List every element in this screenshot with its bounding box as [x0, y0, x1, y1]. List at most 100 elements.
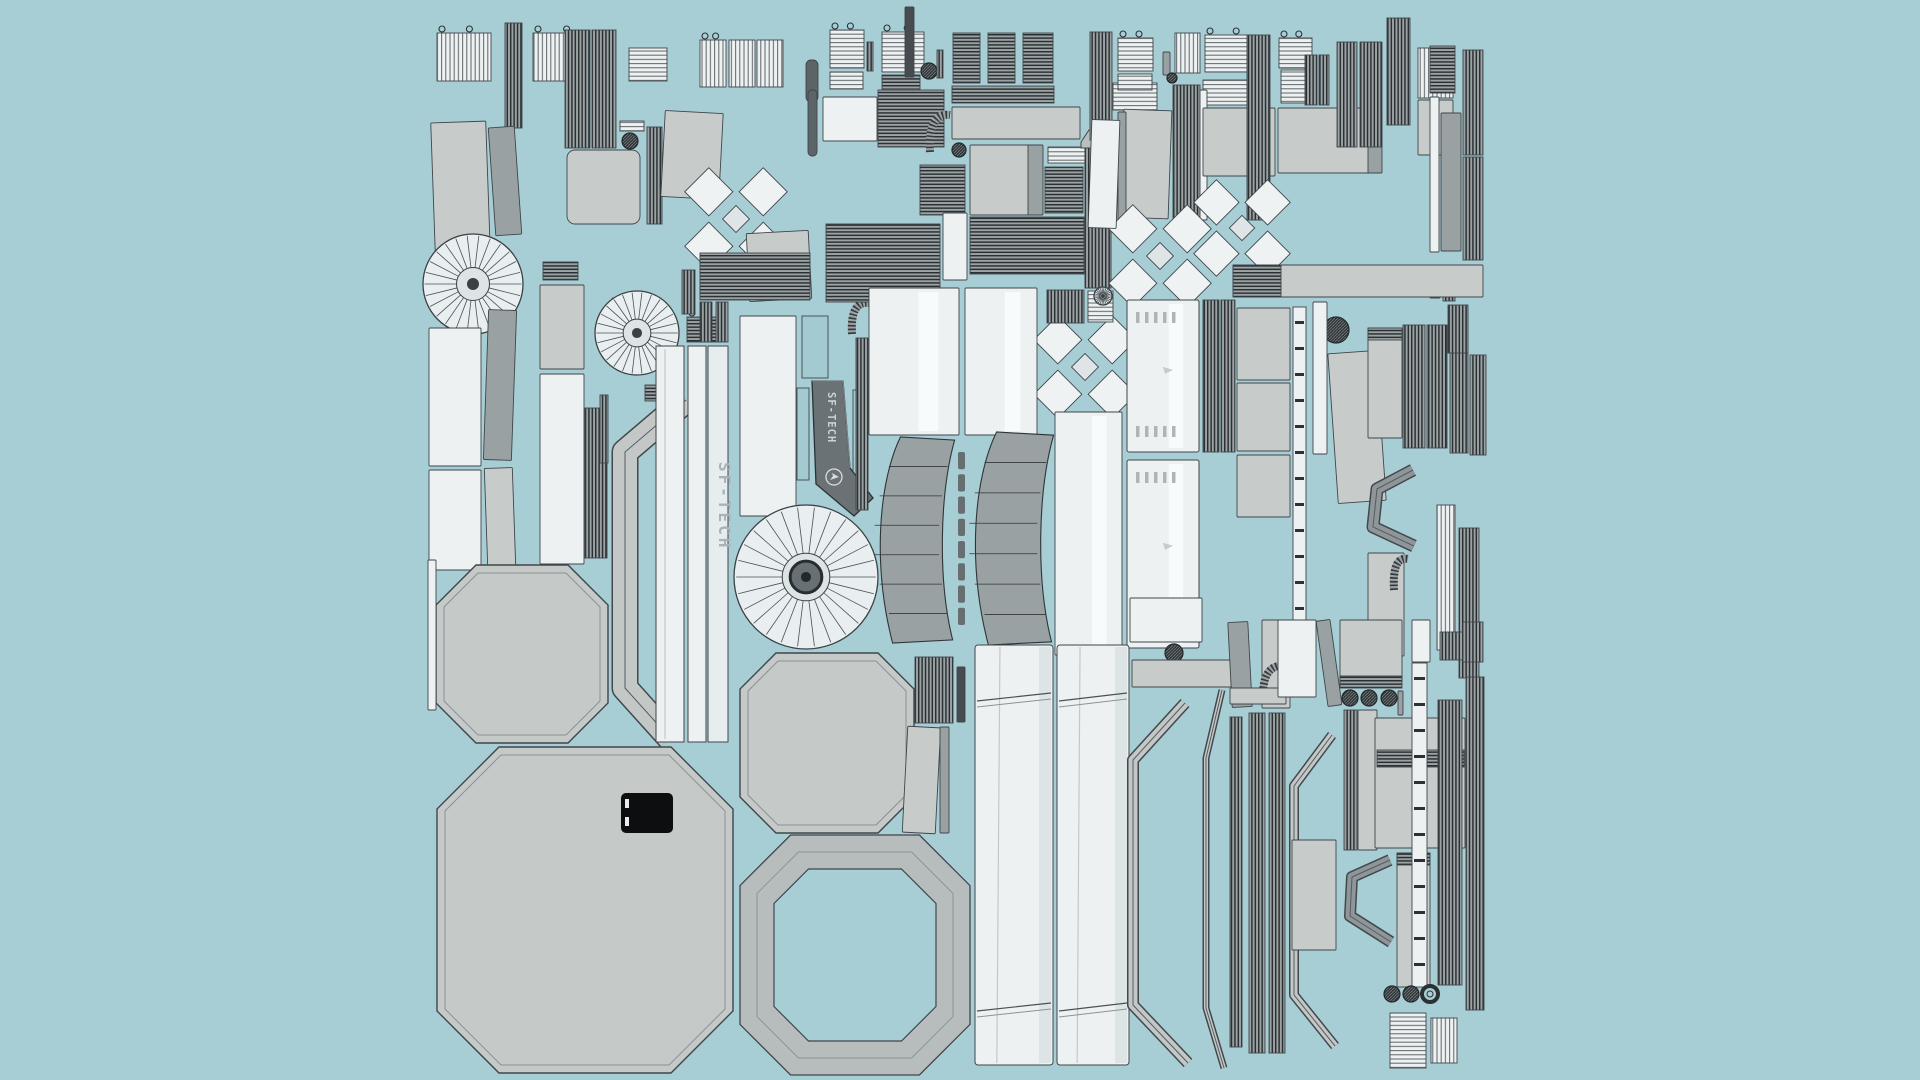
- hull-plate: [739, 315, 797, 517]
- port-knob: [1380, 689, 1398, 707]
- cooling-fin-block: [1430, 1017, 1458, 1064]
- skirt-trapezoid: [1119, 108, 1173, 220]
- vent-door: [1126, 299, 1200, 453]
- hull-plate: [428, 469, 482, 571]
- dash-strip: [958, 452, 965, 625]
- cooling-fin-block: [728, 39, 756, 88]
- octagon-plate: [435, 564, 609, 744]
- rib-sliver: [599, 394, 609, 464]
- cooling-fin-block: [1436, 504, 1456, 651]
- rib-column: [1469, 354, 1487, 456]
- rail-band: [1232, 264, 1282, 298]
- rib-column: [1202, 299, 1220, 453]
- hatch-panel: [1236, 382, 1291, 452]
- rib-column: [1046, 289, 1085, 324]
- louver-sliver: [881, 74, 921, 90]
- side-skirt-panel: [487, 125, 523, 237]
- rib-sliver: [715, 301, 729, 343]
- octagon-ring-frame: [739, 834, 971, 1076]
- louver-sliver: [542, 261, 579, 281]
- rib-column: [1449, 352, 1469, 454]
- louver-block: [829, 22, 865, 69]
- rib-column: [646, 126, 663, 225]
- tick-rail: [1411, 662, 1428, 988]
- rib-column: [1447, 304, 1469, 354]
- port-knob: [1341, 689, 1359, 707]
- rail-strip: [1367, 327, 1403, 439]
- louver-block: [628, 47, 668, 82]
- hull-plate: [822, 96, 878, 142]
- rib-sliver: [936, 49, 944, 79]
- rubber-grip: [807, 89, 818, 157]
- rib-sliver: [866, 41, 874, 72]
- hull-plate: [1087, 119, 1121, 229]
- port-knob: [1383, 985, 1401, 1003]
- louver-block: [1044, 166, 1084, 214]
- turbine-fan: [422, 233, 524, 335]
- hull-plate: [539, 373, 585, 565]
- rib-column: [1304, 54, 1318, 106]
- skirt-trapezoid: [901, 725, 942, 835]
- hull-plate: [428, 327, 482, 467]
- rib-column: [1336, 41, 1358, 148]
- door-panel: [1054, 411, 1123, 656]
- hull-plate: [483, 467, 517, 567]
- skirt-edge: [939, 726, 950, 834]
- cooling-fin-block: [756, 39, 784, 88]
- glass-strip: [801, 315, 829, 379]
- brand-strip-label: SF-TECH: [715, 462, 734, 550]
- rib-column: [1343, 709, 1358, 851]
- long-bracket: [1127, 698, 1193, 1068]
- hull-plate: [482, 309, 518, 461]
- rib-column: [1359, 41, 1383, 148]
- dark-sliver: [1397, 690, 1404, 716]
- rail-band: [1367, 327, 1403, 341]
- port-knob: [621, 132, 639, 150]
- hatch-panel: [969, 144, 1031, 216]
- louver-block: [1389, 1012, 1427, 1069]
- louver-arc: [1389, 554, 1409, 591]
- hatch-fold: [1027, 144, 1044, 216]
- medallion-fan: [1093, 286, 1113, 306]
- hull-barrel-segment: [969, 431, 1055, 646]
- rib-sliver: [1462, 621, 1484, 663]
- port-knob: [920, 62, 938, 80]
- rib-column: [1462, 49, 1484, 156]
- radiator-block: [1429, 45, 1456, 94]
- octagon-plate: [739, 652, 915, 834]
- louver-block: [881, 24, 925, 73]
- octagon-base-plate: [436, 746, 734, 1074]
- edge-sliver: [1429, 96, 1440, 253]
- rib-sliver: [699, 301, 713, 343]
- cooling-fin-block: [436, 25, 492, 82]
- dark-sliver: [1315, 619, 1343, 707]
- rail-bar: [1131, 659, 1245, 688]
- long-bracket: [1202, 689, 1228, 1070]
- brand-strip: SF-TECH: [655, 345, 734, 743]
- rib-sliver: [1439, 631, 1464, 661]
- edge-sliver: [1411, 619, 1431, 663]
- louver-arc: [925, 110, 951, 153]
- hull-plate: [1129, 597, 1203, 643]
- rib-column: [1246, 34, 1271, 221]
- thruster-x-cluster: [1033, 315, 1137, 419]
- port-knob: [1166, 72, 1178, 84]
- white-strap: [974, 644, 1054, 1066]
- louver-block: [1117, 30, 1154, 72]
- port-knob: [951, 142, 967, 158]
- door-panel: [964, 287, 1038, 436]
- port-knob: [1402, 985, 1420, 1003]
- louver-block: [1117, 73, 1153, 91]
- dark-post: [956, 666, 966, 723]
- louver-arc: [847, 298, 871, 335]
- rib-column: [1465, 676, 1485, 1011]
- glass-strip: [796, 387, 810, 481]
- hatch-panel: [1339, 619, 1403, 683]
- port-knob: [1360, 689, 1378, 707]
- rib-column: [1220, 299, 1236, 453]
- radiator-block: [1022, 32, 1054, 84]
- door-panel: [868, 287, 960, 436]
- radiator-bar: [951, 85, 1055, 104]
